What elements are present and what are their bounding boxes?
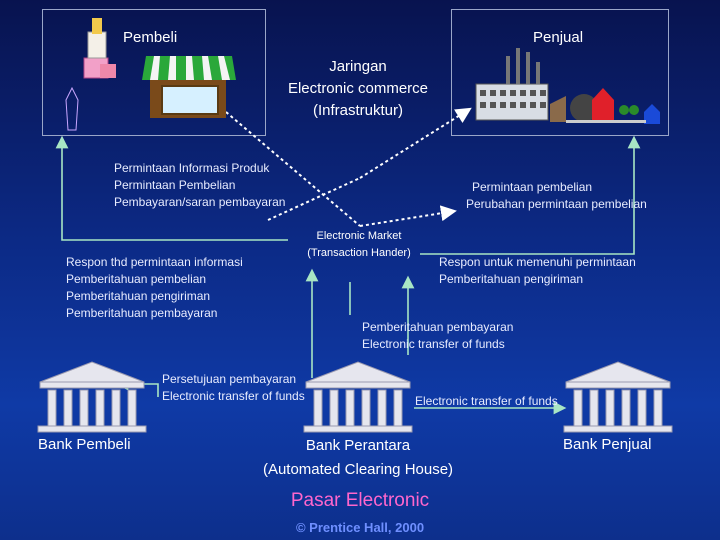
dotted-paths — [225, 107, 472, 227]
payment-approval-2: Electronic transfer of funds — [162, 389, 305, 403]
seller-response-1: Respon untuk memenuhi permintaan — [439, 255, 636, 269]
market-line-2: (Transaction Hander) — [307, 247, 411, 259]
network-line-2: Electronic commerce — [287, 80, 429, 97]
bank-middle-icon — [303, 361, 413, 433]
buyer-label: Pembeli — [123, 29, 178, 46]
bank-middle-line-2: (Automated Clearing House) — [262, 461, 454, 478]
seller-panel — [451, 9, 669, 136]
bank-buyer-icon — [37, 361, 147, 433]
buyer-response-2: Pemberitahuan pembelian — [66, 272, 207, 286]
buyer-responses: Respon thd permintaan informasi Pemberit… — [66, 254, 243, 322]
seller-response-2: Pemberitahuan pengiriman — [439, 272, 584, 286]
slide-title: Pasar Electronic — [290, 490, 430, 511]
buyer-request-1: Permintaan Informasi Produk — [114, 161, 270, 175]
payment-notice: Pemberitahuan pembayaran Electronic tran… — [362, 319, 513, 353]
buyer-panel — [42, 9, 266, 136]
green-connectors — [55, 135, 641, 415]
seller-request-1: Permintaan pembelian — [472, 180, 593, 194]
buyer-request-3: Pembayaran/saran pembayaran — [114, 195, 286, 209]
buyer-request-2: Permintaan Pembelian — [114, 178, 236, 192]
market-line-1: Electronic Market — [316, 230, 402, 242]
buyer-figure-icon — [65, 18, 116, 131]
network-line-3: (Infrastruktur) — [312, 102, 403, 119]
bank-seller-label: Bank Penjual — [563, 436, 652, 453]
copyright-credit: © Prentice Hall, 2000 — [295, 520, 425, 535]
transfer-to-seller: Electronic transfer of funds — [415, 394, 558, 408]
seller-request-2: Perubahan permintaan pembelian — [466, 197, 647, 211]
payment-approval: Persetujuan pembayaran Electronic transf… — [162, 371, 305, 405]
bank-middle-line-1: Bank Perantara — [305, 437, 411, 454]
buyer-response-4: Pemberitahuan pembayaran — [66, 306, 218, 320]
shop-icon — [142, 56, 236, 118]
seller-requests: Permintaan pembelian Perubahan permintaa… — [466, 179, 650, 213]
payment-notice-2: Electronic transfer of funds — [362, 337, 505, 351]
bank-seller-icon — [563, 361, 673, 433]
bank-middle-label: Bank Perantara (Automated Clearing House… — [240, 434, 476, 482]
factory-icon — [475, 48, 660, 124]
buyer-response-1: Respon thd permintaan informasi — [66, 255, 243, 269]
network-line-1: Jaringan — [329, 58, 387, 75]
seller-responses: Respon untuk memenuhi permintaan Pemberi… — [439, 254, 636, 288]
payment-notice-1: Pemberitahuan pembayaran — [362, 320, 514, 334]
payment-approval-1: Persetujuan pembayaran — [162, 372, 297, 386]
bank-buyer-label: Bank Pembeli — [38, 436, 131, 453]
buyer-response-3: Pemberitahuan pengiriman — [66, 289, 211, 303]
market-node: Electronic Market (Transaction Hander) — [300, 228, 418, 264]
buyer-requests: Permintaan Informasi Produk Permintaan P… — [114, 160, 285, 211]
network-label: Jaringan Electronic commerce (Infrastruk… — [272, 56, 444, 122]
seller-label: Penjual — [533, 29, 584, 46]
